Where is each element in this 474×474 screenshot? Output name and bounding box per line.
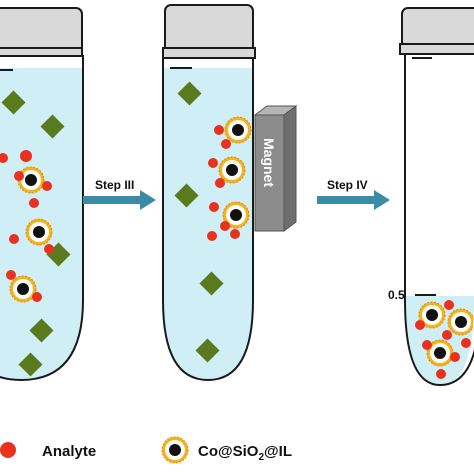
- particle-legend-icon: [161, 436, 189, 464]
- tube-3: 0.5: [388, 7, 474, 387]
- analyte-dot: [214, 125, 224, 135]
- analyte-dot: [20, 150, 32, 162]
- legend: Analyte Co@SiO2@IL: [0, 436, 292, 464]
- contaminant-diamond: [195, 338, 220, 363]
- analyte-dot: [209, 202, 219, 212]
- contaminant-diamond: [29, 318, 54, 343]
- tube-1-cap: [0, 7, 83, 54]
- analyte-dot: [32, 292, 42, 302]
- analyte-dot: [208, 158, 218, 168]
- tube-3-cap: [401, 7, 474, 49]
- step-4-label: Step IV: [327, 178, 368, 192]
- analyte-dot: [415, 320, 425, 330]
- legend-particle-label: Co@SiO2@IL: [198, 443, 292, 463]
- contaminant-diamond: [177, 81, 202, 106]
- analyte-dot: [9, 234, 19, 244]
- magnet-label: Magnet: [261, 138, 277, 187]
- magnetic-particle: [9, 275, 37, 303]
- analyte-dot: [42, 181, 52, 191]
- magnet: Magnet: [253, 105, 298, 232]
- tube-2: [162, 4, 256, 382]
- contaminant-diamond: [1, 90, 26, 115]
- contaminant-diamond: [174, 183, 199, 208]
- analyte-dot: [422, 340, 432, 350]
- analyte-dot: [220, 221, 230, 231]
- magnet-front-face: [254, 114, 285, 232]
- magnetic-particle: [224, 116, 252, 144]
- tube-2-cap-rim: [162, 47, 256, 59]
- analyte-dot: [6, 270, 16, 280]
- legend-analyte-label: Analyte: [42, 443, 96, 460]
- contaminant-diamond: [40, 114, 65, 139]
- magnetic-particle: [447, 308, 474, 336]
- analyte-dot: [450, 352, 460, 362]
- analyte-dot: [221, 139, 231, 149]
- analyte-dot: [44, 244, 54, 254]
- analyte-dot: [230, 229, 240, 239]
- analyte-dot: [0, 153, 8, 163]
- analyte-dot: [14, 171, 24, 181]
- tube-2-liquid: [163, 68, 253, 380]
- tube-3-cap-rim: [399, 43, 474, 55]
- analyte-dot: [215, 178, 225, 188]
- step-4-arrow: Step IV: [317, 178, 390, 210]
- step-3-label: Step III: [95, 178, 134, 192]
- analyte-dot: [444, 300, 454, 310]
- analyte-dot: [29, 198, 39, 208]
- analyte-dot: [436, 369, 446, 379]
- tube-1: [0, 7, 84, 382]
- tube-1-cap-rim: [0, 47, 83, 57]
- analyte-dot: [442, 330, 452, 340]
- step-3-arrow: Step III: [83, 178, 156, 210]
- analyte-dot: [461, 338, 471, 348]
- contaminant-diamond: [18, 352, 43, 377]
- volume-mark-label: 0.5: [388, 288, 405, 302]
- magnetic-particle: [25, 218, 53, 246]
- magnet-side-face: [283, 105, 297, 232]
- analyte-legend-icon: [0, 442, 16, 458]
- analyte-dot: [207, 231, 217, 241]
- contaminant-diamond: [199, 271, 224, 296]
